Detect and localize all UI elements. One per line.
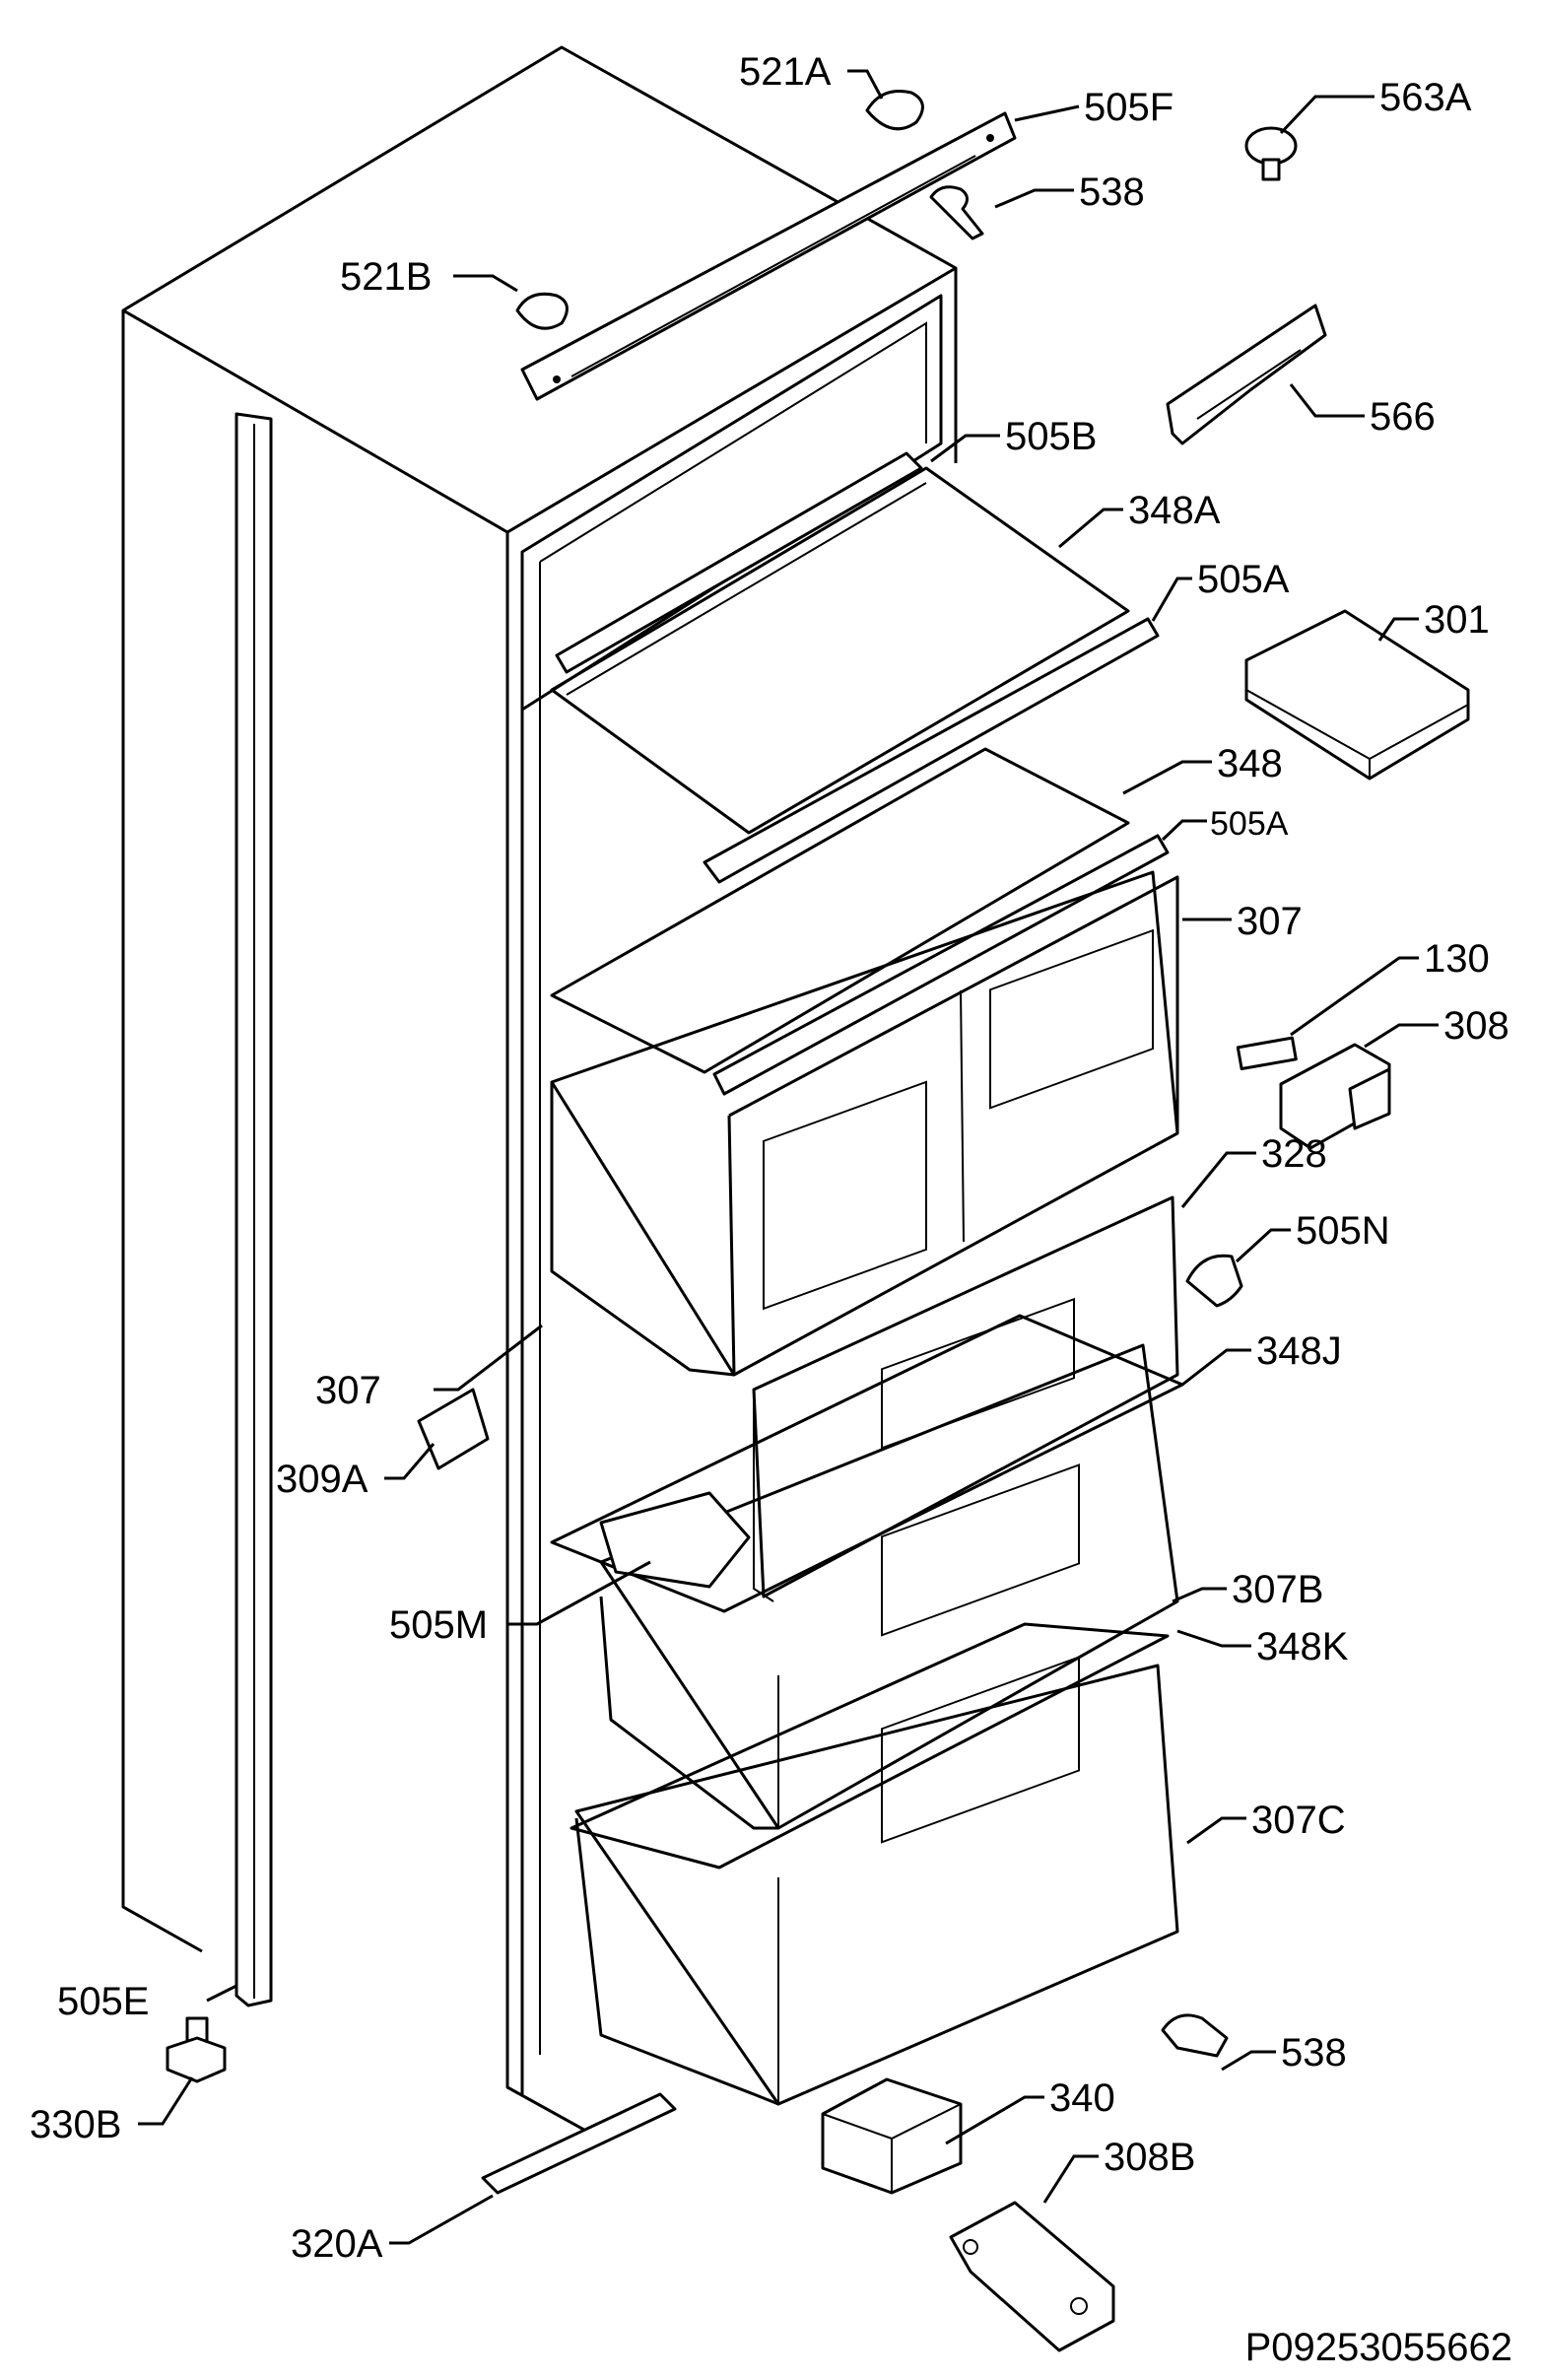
door-gasket-505e (235, 412, 273, 2007)
label-328: 328 (1261, 1132, 1327, 1176)
glass-shelf-348a (550, 466, 1130, 835)
label-566: 566 (1370, 395, 1436, 439)
rail-320a (481, 2092, 677, 2195)
part-309a (417, 1388, 490, 1470)
label-307b: 307B (1232, 1568, 1323, 1611)
shelf-trim-505a-lower (712, 834, 1170, 1096)
label-307-left: 307 (315, 1369, 381, 1412)
label-330b: 330B (30, 2103, 121, 2146)
part-521a (865, 90, 924, 131)
drawer-307c (574, 1656, 1179, 2106)
shelf-trim-505a-upper (703, 617, 1160, 884)
label-308: 308 (1443, 1004, 1509, 1048)
label-505e: 505E (57, 1980, 149, 2023)
drawing-number: P09253055662 (1245, 2326, 1512, 2369)
part-505n (1185, 1254, 1243, 1308)
label-320a: 320A (291, 2222, 383, 2266)
label-538-top: 538 (1079, 170, 1145, 214)
glass-shelf-348k (570, 1622, 1170, 1870)
label-348k: 348K (1256, 1625, 1349, 1668)
part-505m (599, 1491, 751, 1589)
leader-lines (138, 69, 1439, 2245)
label-505b: 505B (1005, 415, 1097, 458)
label-505a-lower: 505A (1210, 805, 1289, 843)
part-330b (166, 2016, 227, 2083)
label-309a: 309A (276, 1458, 369, 1501)
label-340: 340 (1049, 2076, 1115, 2120)
label-308b: 308B (1104, 2136, 1195, 2179)
label-538-bottom: 538 (1281, 2031, 1347, 2074)
hinge-308 (1279, 1043, 1391, 1150)
shelf-505b (555, 451, 923, 674)
label-505n: 505N (1296, 1209, 1390, 1253)
part-labels: 521A 505F 563A 538 521B 566 505B 348A 50… (30, 50, 1509, 2266)
part-566 (1166, 304, 1327, 445)
part-538-bottom (1161, 2013, 1229, 2058)
drawer-307-upper (550, 870, 1179, 1377)
label-563a: 563A (1379, 76, 1472, 119)
part-521b (515, 292, 569, 330)
cabinet-body (121, 45, 958, 2136)
label-348a: 348A (1128, 489, 1221, 532)
label-521a: 521A (739, 50, 832, 94)
label-301: 301 (1424, 598, 1490, 642)
drawer-307b (599, 1343, 1179, 1830)
hinge-308b (949, 2201, 1115, 2352)
label-307c: 307C (1251, 1799, 1346, 1842)
top-hinge-rail-505f (520, 111, 1017, 401)
label-505m: 505M (389, 1603, 488, 1647)
label-130: 130 (1424, 937, 1490, 981)
label-307-upper: 307 (1237, 900, 1303, 943)
block-340 (821, 2077, 963, 2195)
label-505f: 505F (1084, 86, 1173, 129)
label-505a-upper: 505A (1197, 558, 1290, 601)
part-538-top (929, 185, 984, 240)
ice-tray-301 (1244, 609, 1470, 781)
label-348j: 348J (1256, 1329, 1342, 1373)
label-521b: 521B (340, 255, 432, 299)
front-panel-328 (752, 1195, 1179, 1602)
label-348: 348 (1217, 742, 1283, 785)
part-130 (1236, 1036, 1298, 1071)
part-563a (1244, 126, 1298, 181)
